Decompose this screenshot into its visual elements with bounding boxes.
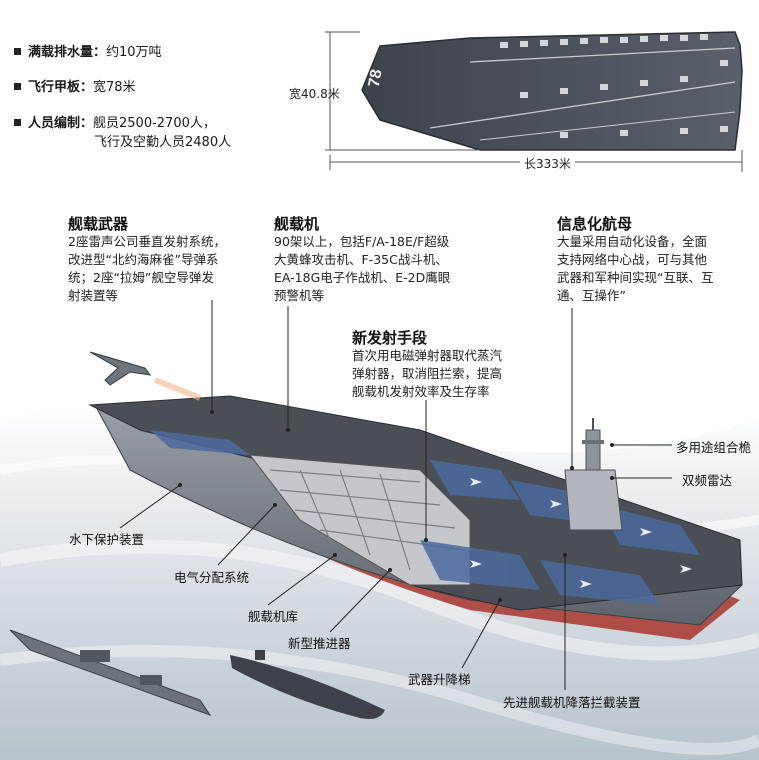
aircraft-line: 90架以上，包括F/A-18E/F超级 (274, 234, 450, 249)
callout-power: 电气分配系统 (174, 570, 250, 585)
spec-label: 满载排水量： (28, 45, 107, 60)
weapons-line: 统；2座“拉姆”舰空导弹发 (68, 270, 214, 285)
spec-value: 飞行及空勤人员2480人 (94, 135, 232, 150)
carrier-cutaway (88, 395, 743, 640)
callout-elevator: 武器升降梯 (408, 672, 471, 687)
launch-line: 首次用电磁弹射器取代蒸汽 (352, 348, 503, 363)
hull-number: 78 (366, 68, 386, 89)
spec-label: 飞行甲板： (28, 80, 94, 95)
carrier-top-view (325, 31, 743, 172)
submarine (230, 650, 385, 719)
weapons-body: 2座雷声公司垂直发射系统， 改进型“北约海麻雀”导弹系 统；2座“拉姆”舰空导弹… (68, 233, 226, 305)
launch-title: 新发射手段 (352, 329, 428, 347)
weapons-line: 改进型“北约海麻雀”导弹系 (68, 252, 219, 267)
spec-value: 舰员2500-2700人， (93, 116, 216, 131)
aircraft-body: 90架以上，包括F/A-18E/F超级 大黄蜂攻击机、F-35C战斗机、 EA-… (274, 233, 450, 305)
spec-flight-deck: 飞行甲板：宽78米 (14, 78, 136, 97)
bullet (14, 48, 21, 55)
leader-lines (119, 300, 672, 690)
spec-displacement: 满载排水量：约10万吨 (14, 43, 162, 62)
launch-body: 首次用电磁弹射器取代蒸汽 弹射器，取消阻拦索，提高 舰载机发射效率及生存率 (352, 347, 502, 401)
weapons-line: 2座雷声公司垂直发射系统， (68, 234, 226, 249)
aircraft-line: 预警机等 (274, 288, 325, 303)
launch-line: 舰载机发射效率及生存率 (352, 384, 490, 399)
info-line: 通、互操作” (557, 288, 626, 303)
launch-line: 弹射器，取消阻拦索，提高 (352, 366, 503, 381)
aircraft-title: 舰载机 (274, 215, 320, 233)
bullet (14, 119, 21, 126)
spec-value: 约10万吨 (106, 45, 162, 60)
callout-propulsion: 新型推进器 (288, 636, 351, 651)
spec-label: 人员编制： (28, 116, 94, 131)
info-line: 支持网络中心战，可与其他 (557, 252, 708, 267)
callout-arrest: 先进舰载机降落拦截装置 (503, 695, 641, 710)
weapons-line: 射装置等 (68, 288, 119, 303)
weapons-title: 舰载武器 (68, 215, 129, 233)
callout-hangar: 舰载机库 (248, 609, 299, 624)
bullet (14, 83, 21, 90)
spec-crew-line2: 飞行及空勤人员2480人 (94, 133, 231, 152)
sea-wave (0, 645, 759, 755)
sea-wave (0, 539, 759, 661)
callout-radar: 双频雷达 (682, 473, 733, 488)
callout-mast: 多用途组合桅 (676, 440, 752, 455)
info-line: 武器和军种间实现“互联、互 (557, 270, 714, 285)
callout-underwater: 水下保护装置 (69, 532, 145, 547)
spec-crew: 人员编制：舰员2500-2700人， (14, 114, 216, 133)
spec-value: 宽78米 (93, 80, 136, 95)
aircraft-line: 大黄蜂攻击机、F-35C战斗机、 (274, 252, 448, 267)
dimension-length: 长333米 (520, 155, 575, 172)
escort-ship (9, 629, 212, 716)
fighter-jet (89, 351, 202, 401)
aircraft-line: EA-18G电子作战机、E-2D鹰眼 (274, 270, 451, 285)
info-body: 大量采用自动化设备，全面 支持网络中心战，可与其他 武器和军种间实现“互联、互 … (557, 233, 713, 305)
info-title: 信息化航母 (557, 215, 633, 233)
dimension-width: 宽40.8米 (289, 87, 340, 101)
info-line: 大量采用自动化设备，全面 (557, 234, 708, 249)
